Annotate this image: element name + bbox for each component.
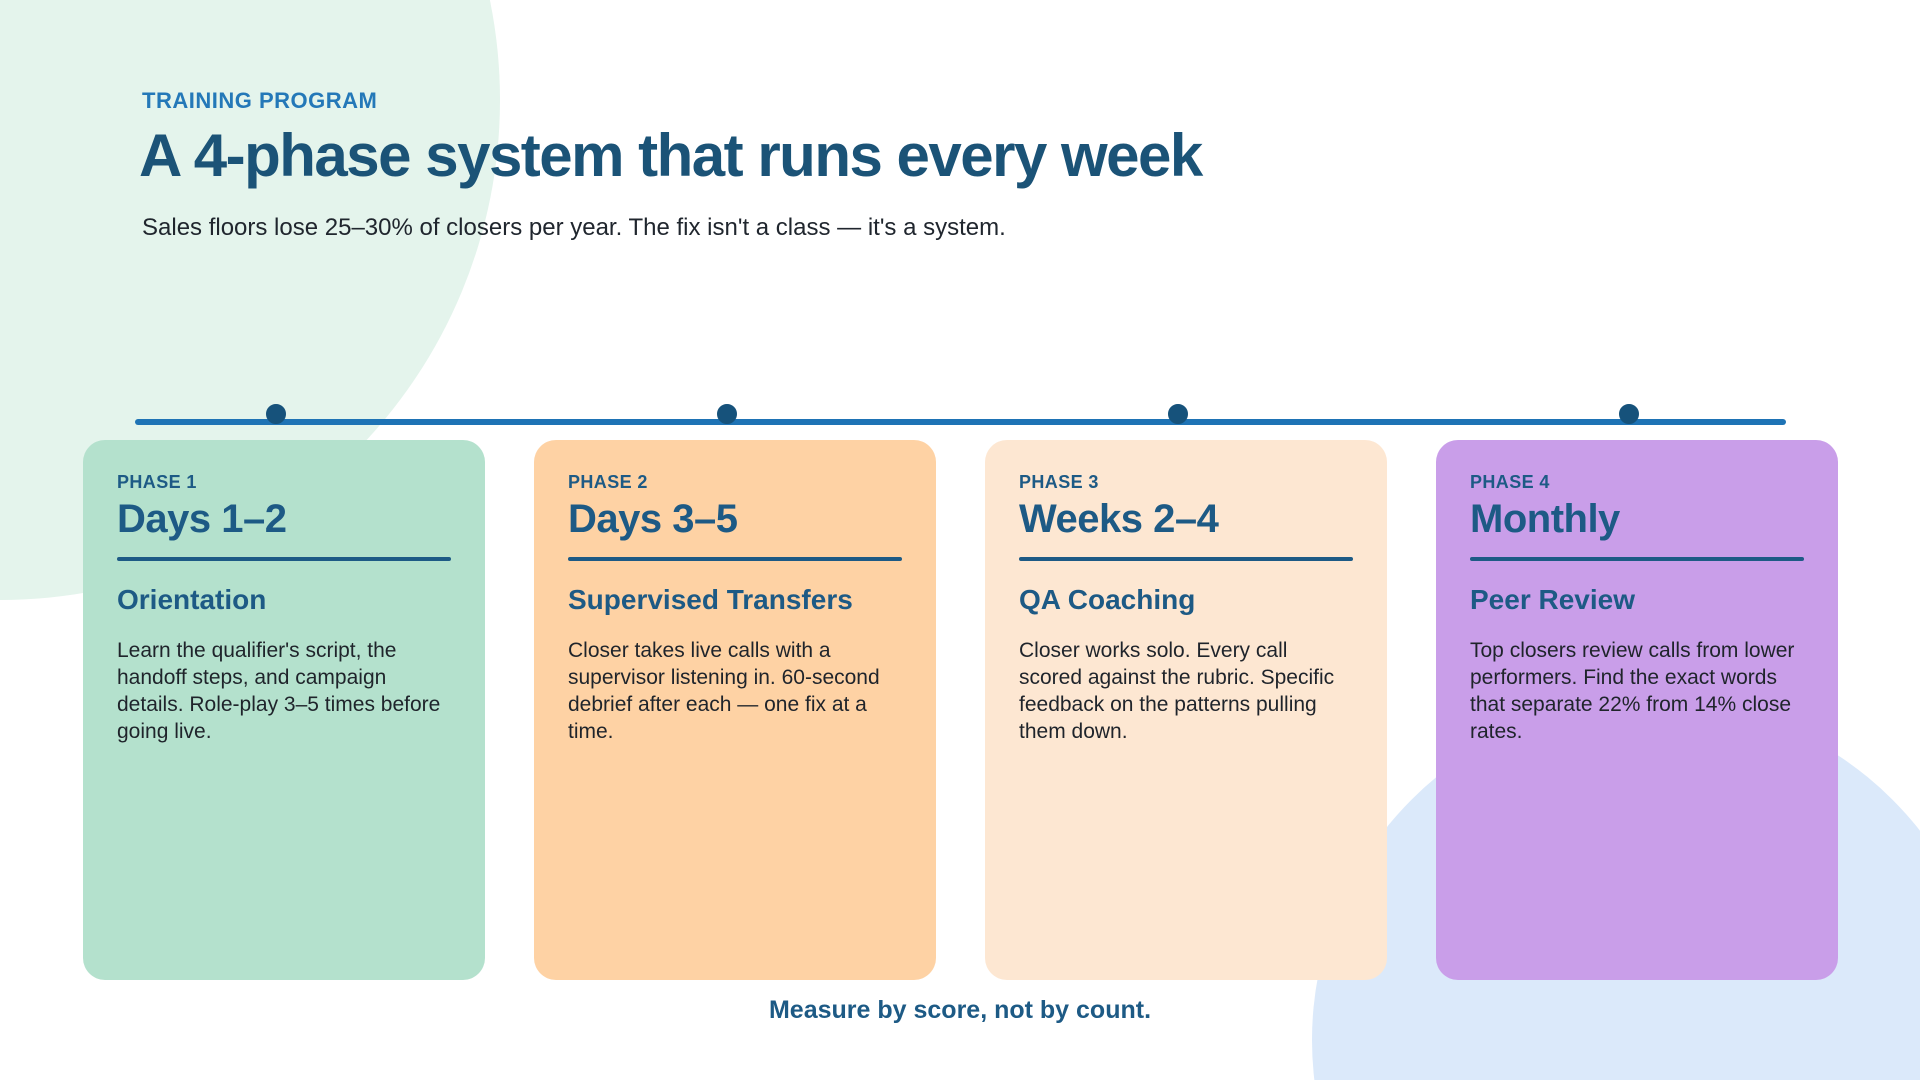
phase-card-2: PHASE 2 Days 3–5 Supervised Transfers Cl… bbox=[534, 440, 936, 980]
footer-tagline: Measure by score, not by count. bbox=[768, 996, 1152, 1024]
card-divider bbox=[117, 557, 451, 561]
page-subtitle: Sales floors lose 25–30% of closers per … bbox=[142, 214, 1006, 241]
timeline-node-phase-3 bbox=[1168, 404, 1188, 424]
phase-description: Closer works solo. Every call scored aga… bbox=[1019, 638, 1335, 744]
page-title: A 4-phase system that runs every week bbox=[139, 122, 1203, 189]
phase-card-4: PHASE 4 Monthly Peer Review Top closers … bbox=[1436, 440, 1838, 980]
card-divider bbox=[1470, 557, 1804, 561]
phase-timeframe: Days 3–5 bbox=[568, 497, 738, 541]
phase-title: Supervised Transfers bbox=[568, 584, 853, 615]
phase-title: QA Coaching bbox=[1019, 584, 1196, 615]
phase-title: Orientation bbox=[117, 584, 267, 615]
phase-description: Closer takes live calls with a superviso… bbox=[568, 638, 880, 744]
phase-timeframe: Monthly bbox=[1470, 497, 1620, 541]
phase-description: Learn the qualifier's script, the handof… bbox=[117, 638, 441, 744]
timeline-line bbox=[135, 419, 1786, 425]
timeline-node-phase-1 bbox=[266, 404, 286, 424]
phase-card-1: PHASE 1 Days 1–2 Orientation Learn the q… bbox=[83, 440, 485, 980]
card-divider bbox=[1019, 557, 1353, 561]
eyebrow-label: TRAINING PROGRAM bbox=[142, 88, 378, 113]
phase-kicker: PHASE 3 bbox=[1019, 472, 1099, 492]
phase-description: Top closers review calls from lower perf… bbox=[1470, 638, 1795, 744]
phase-card-3: PHASE 3 Weeks 2–4 QA Coaching Closer wor… bbox=[985, 440, 1387, 980]
phase-timeframe: Weeks 2–4 bbox=[1019, 497, 1219, 541]
card-divider bbox=[568, 557, 902, 561]
phase-kicker: PHASE 1 bbox=[117, 472, 197, 492]
phase-kicker: PHASE 4 bbox=[1470, 472, 1550, 492]
timeline-node-phase-2 bbox=[717, 404, 737, 424]
phase-title: Peer Review bbox=[1470, 584, 1635, 615]
phase-kicker: PHASE 2 bbox=[568, 472, 648, 492]
timeline-node-phase-4 bbox=[1619, 404, 1639, 424]
phase-timeframe: Days 1–2 bbox=[117, 497, 287, 541]
